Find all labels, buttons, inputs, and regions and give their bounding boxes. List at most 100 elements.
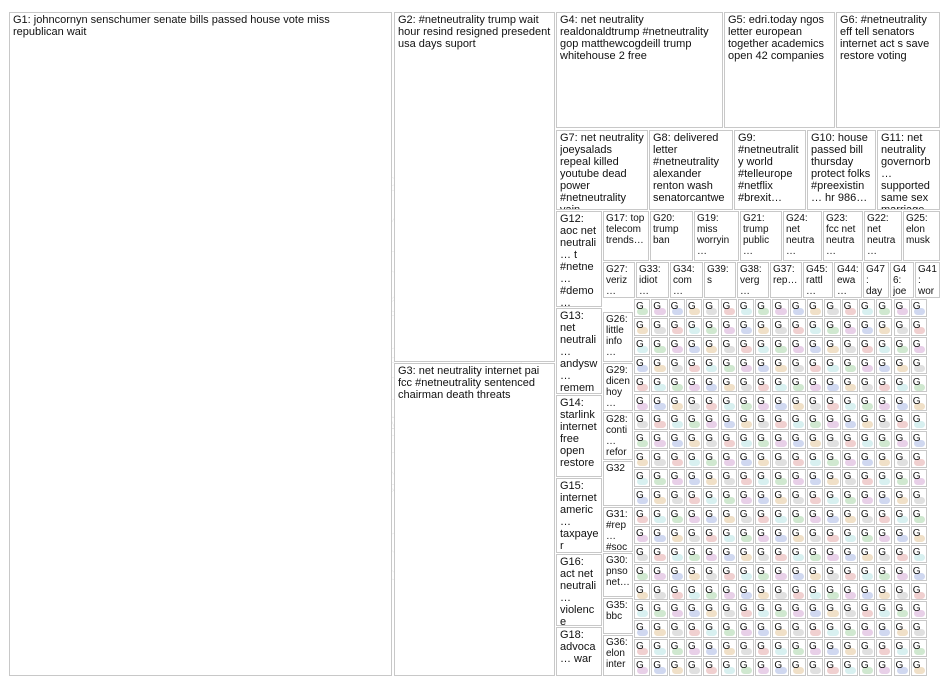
small-group-cell[interactable]: G (720, 393, 737, 412)
small-group-cell[interactable]: G (668, 355, 685, 374)
small-group-cell[interactable]: G (893, 620, 910, 639)
small-group-cell[interactable]: G (755, 431, 772, 450)
small-group-cell[interactable]: G (772, 431, 789, 450)
small-group-cell[interactable]: G (772, 299, 789, 317)
small-group-cell[interactable]: G (651, 299, 668, 317)
small-group-cell[interactable]: G (910, 582, 928, 601)
small-group-cell[interactable]: G (737, 544, 755, 563)
small-group-cell[interactable]: G (841, 431, 858, 450)
small-group-cell[interactable]: G (668, 544, 685, 563)
small-group-cell[interactable]: G (720, 488, 737, 506)
small-group-cell[interactable]: G (755, 506, 772, 525)
small-group-cell[interactable]: G (668, 450, 685, 469)
small-group-cell[interactable]: G (703, 299, 720, 317)
small-group-cell[interactable]: G (876, 620, 893, 639)
group-box-g6[interactable]: G6: #netneutrality eff tell senators int… (836, 12, 940, 128)
small-group-cell[interactable]: G (668, 601, 685, 620)
small-group-cell[interactable]: G (910, 658, 928, 676)
small-group-cell[interactable]: G (703, 544, 720, 563)
small-group-cell[interactable]: G (893, 544, 910, 563)
small-group-cell[interactable]: G (720, 374, 737, 393)
small-group-cell[interactable]: G (876, 317, 893, 336)
small-group-cell[interactable]: G (737, 355, 755, 374)
small-group-cell[interactable]: G (634, 469, 651, 487)
small-group-cell[interactable]: G (772, 525, 789, 544)
small-group-cell[interactable]: G (755, 393, 772, 412)
small-group-cell[interactable]: G (685, 355, 703, 374)
small-group-cell[interactable]: G (651, 601, 668, 620)
small-group-cell[interactable]: G (789, 488, 806, 506)
small-group-cell[interactable]: G (807, 374, 824, 393)
small-group-cell[interactable]: G (772, 412, 789, 431)
small-group-cell[interactable]: G (720, 639, 737, 658)
small-group-cell[interactable]: G (720, 317, 737, 336)
small-group-cell[interactable]: G (858, 488, 876, 506)
small-group-cell[interactable]: G (789, 658, 806, 676)
group-box-g33[interactable]: G33: idiot… (636, 262, 669, 298)
small-group-cell[interactable]: G (668, 393, 685, 412)
small-group-cell[interactable]: G (858, 469, 876, 487)
small-group-cell[interactable]: G (841, 563, 858, 582)
small-group-cell[interactable]: G (824, 525, 841, 544)
small-group-cell[interactable]: G (651, 658, 668, 676)
small-group-cell[interactable]: G (858, 317, 876, 336)
small-group-cell[interactable]: G (858, 658, 876, 676)
small-group-cell[interactable]: G (824, 582, 841, 601)
small-group-cell[interactable]: G (789, 336, 806, 355)
small-group-cell[interactable]: G (634, 582, 651, 601)
small-group-cell[interactable]: G (789, 544, 806, 563)
small-group-cell[interactable]: G (824, 469, 841, 487)
small-group-cell[interactable]: G (858, 506, 876, 525)
group-box-g44[interactable]: G44: ewa… (834, 262, 862, 298)
small-group-cell[interactable]: G (685, 431, 703, 450)
small-group-cell[interactable]: G (755, 299, 772, 317)
small-group-cell[interactable]: G (737, 299, 755, 317)
small-group-cell[interactable]: G (703, 450, 720, 469)
small-group-cell[interactable]: G (737, 506, 755, 525)
small-group-cell[interactable]: G (789, 639, 806, 658)
small-group-cell[interactable]: G (755, 639, 772, 658)
small-group-cell[interactable]: G (720, 506, 737, 525)
small-group-cell[interactable]: G (789, 393, 806, 412)
small-group-cell[interactable]: G (737, 658, 755, 676)
small-group-cell[interactable]: G (807, 620, 824, 639)
small-group-cell[interactable]: G (772, 336, 789, 355)
small-group-cell[interactable]: G (685, 544, 703, 563)
small-group-cell[interactable]: G (685, 393, 703, 412)
small-group-cell[interactable]: G (807, 299, 824, 317)
small-group-cell[interactable]: G (755, 374, 772, 393)
small-group-cell[interactable]: G (668, 469, 685, 487)
small-group-cell[interactable]: G (824, 658, 841, 676)
small-group-cell[interactable]: G (703, 355, 720, 374)
small-group-cell[interactable]: G (685, 639, 703, 658)
small-group-cell[interactable]: G (720, 582, 737, 601)
small-group-cell[interactable]: G (685, 563, 703, 582)
small-group-cell[interactable]: G (893, 450, 910, 469)
group-box-g45[interactable]: G45: rattl… (803, 262, 833, 298)
group-box-g34[interactable]: G34: com… (670, 262, 703, 298)
small-group-cell[interactable]: G (651, 317, 668, 336)
small-group-cell[interactable]: G (807, 336, 824, 355)
small-group-cell[interactable]: G (910, 374, 928, 393)
small-group-cell[interactable]: G (703, 639, 720, 658)
small-group-cell[interactable]: G (668, 658, 685, 676)
small-group-cell[interactable]: G (772, 469, 789, 487)
group-box-g25[interactable]: G25: elon musk (903, 211, 940, 261)
small-group-cell[interactable]: G (685, 582, 703, 601)
small-group-cell[interactable]: G (720, 299, 737, 317)
small-group-cell[interactable]: G (789, 355, 806, 374)
small-group-cell[interactable]: G (841, 450, 858, 469)
small-group-cell[interactable]: G (668, 620, 685, 639)
small-group-cell[interactable]: G (720, 525, 737, 544)
small-group-cell[interactable]: G (755, 336, 772, 355)
small-group-cell[interactable]: G (789, 469, 806, 487)
small-group-cell[interactable]: G (668, 336, 685, 355)
small-group-cell[interactable]: G (685, 450, 703, 469)
small-group-cell[interactable]: G (858, 374, 876, 393)
group-box-g28[interactable]: G28: conti… refor… (603, 412, 633, 460)
small-group-cell[interactable]: G (634, 336, 651, 355)
group-box-g15[interactable]: G15: internet americ… taxpayer created… (556, 478, 602, 553)
small-group-cell[interactable]: G (789, 525, 806, 544)
small-group-cell[interactable]: G (807, 525, 824, 544)
group-box-g24[interactable]: G24: net neutra… (783, 211, 822, 261)
